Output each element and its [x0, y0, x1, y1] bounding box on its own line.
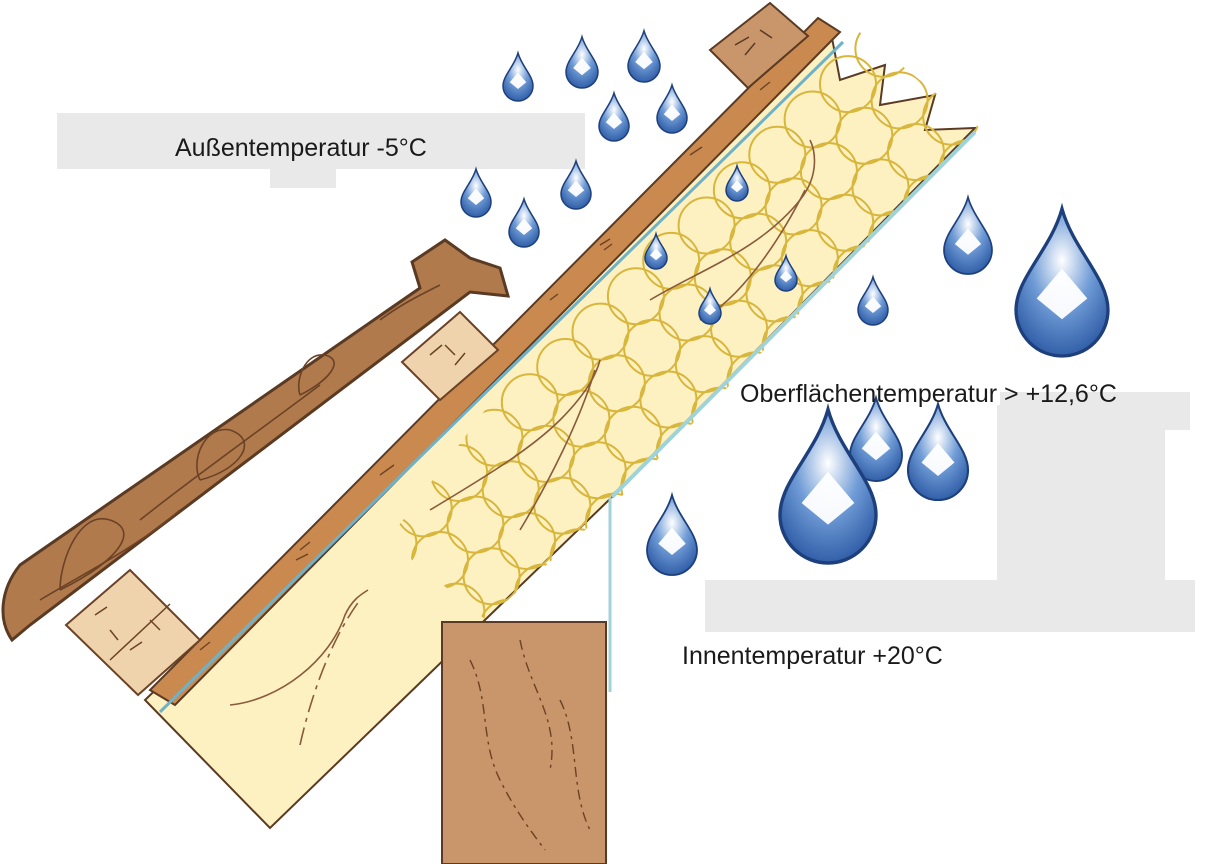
- insulation-fibre-circle: [688, 525, 747, 584]
- counter-batten-lower-grain: [94, 606, 161, 651]
- insulation-fibre-circle: [884, 261, 943, 320]
- top-batten-grain: [734, 29, 773, 56]
- water-drop-icon: [725, 163, 749, 202]
- water-drop-icon: [627, 28, 661, 83]
- vapour-barrier: [610, 130, 977, 499]
- water-drop-icon: [565, 34, 599, 89]
- insulation-fibre-circle: [723, 490, 782, 548]
- insulation-fibre-circle: [900, 313, 959, 372]
- rafter-beam: [441, 621, 607, 864]
- insulation-fibre-circle: [549, 528, 608, 587]
- counter-batten-upper: [400, 310, 500, 402]
- insulation-fibre-circle: [867, 210, 926, 268]
- water-drop-icon: [943, 194, 993, 275]
- insulation-fibre-circle: [938, 139, 980, 198]
- water-drop-icon: [598, 90, 630, 142]
- water-drop-icon: [644, 231, 668, 270]
- water-drop-icon: [656, 82, 688, 134]
- water-drop-icon: [502, 50, 534, 102]
- outside-label-box-tab: [270, 166, 336, 188]
- counter-batten-lower-split: [109, 603, 171, 661]
- outside-label-box: [57, 113, 585, 169]
- insulation-fibre-circle: [617, 596, 676, 620]
- insulation-fibre-circle: [599, 684, 655, 740]
- insulation-fibre-circle: [797, 280, 856, 339]
- surface-label-box-top: [1000, 392, 1190, 430]
- outside-temperature-label: Außentemperatur -5°C: [175, 134, 427, 162]
- surface-temperature-label: Oberflächentemperatur > +12,6°C: [740, 380, 1117, 408]
- insulation-fibre-circle: [761, 316, 820, 374]
- insulation-fibre-circle: [903, 174, 962, 233]
- insulation-fibre-circle: [951, 329, 980, 388]
- insulation-fibre-circle: [739, 541, 798, 600]
- inside-temperature-label: Innentemperatur +20°C: [682, 642, 943, 670]
- top-batten: [708, 1, 810, 90]
- insulation-fibre-circle: [707, 438, 766, 497]
- surface-label-box: [705, 580, 1195, 632]
- roof-tile: [1, 238, 511, 643]
- beam-grain: [469, 639, 591, 851]
- insulation-fibre-circle: [655, 422, 714, 481]
- insulation-fibre-circle: [935, 277, 980, 336]
- roof-board: [148, 16, 842, 707]
- tile-grain: [39, 284, 441, 601]
- insulation-fibre-circle: [742, 403, 801, 461]
- water-drop-icon: [508, 196, 540, 248]
- insulation-fibre-circle: [704, 577, 763, 620]
- insulation-fibre-circle: [991, 157, 1047, 213]
- water-drop-icon: [646, 491, 698, 576]
- water-drop-icon: [778, 403, 878, 565]
- insulation-fibre-circle: [584, 492, 643, 551]
- fibre-strands: [229, 139, 816, 746]
- water-drop-icon: [560, 158, 592, 210]
- water-drop-icon: [857, 274, 889, 326]
- insulation-fibre-circle: [478, 598, 537, 620]
- insulation-fibre-circle: [514, 563, 573, 620]
- water-drop-icon: [906, 400, 970, 501]
- surface-label-box-column: [997, 405, 1165, 583]
- water-drop-icon: [774, 253, 798, 292]
- counter-batten-lower: [64, 568, 202, 697]
- water-drop-icon: [460, 166, 492, 218]
- water-drop-icon: [698, 286, 722, 325]
- roof-board-membrane: [158, 40, 845, 714]
- water-drop-icon: [1014, 202, 1110, 358]
- insulation-layer: [143, 35, 978, 830]
- water-drop-icon: [849, 394, 903, 482]
- condensation-drops: [460, 28, 1110, 576]
- counter-batten-upper-grain: [429, 344, 466, 366]
